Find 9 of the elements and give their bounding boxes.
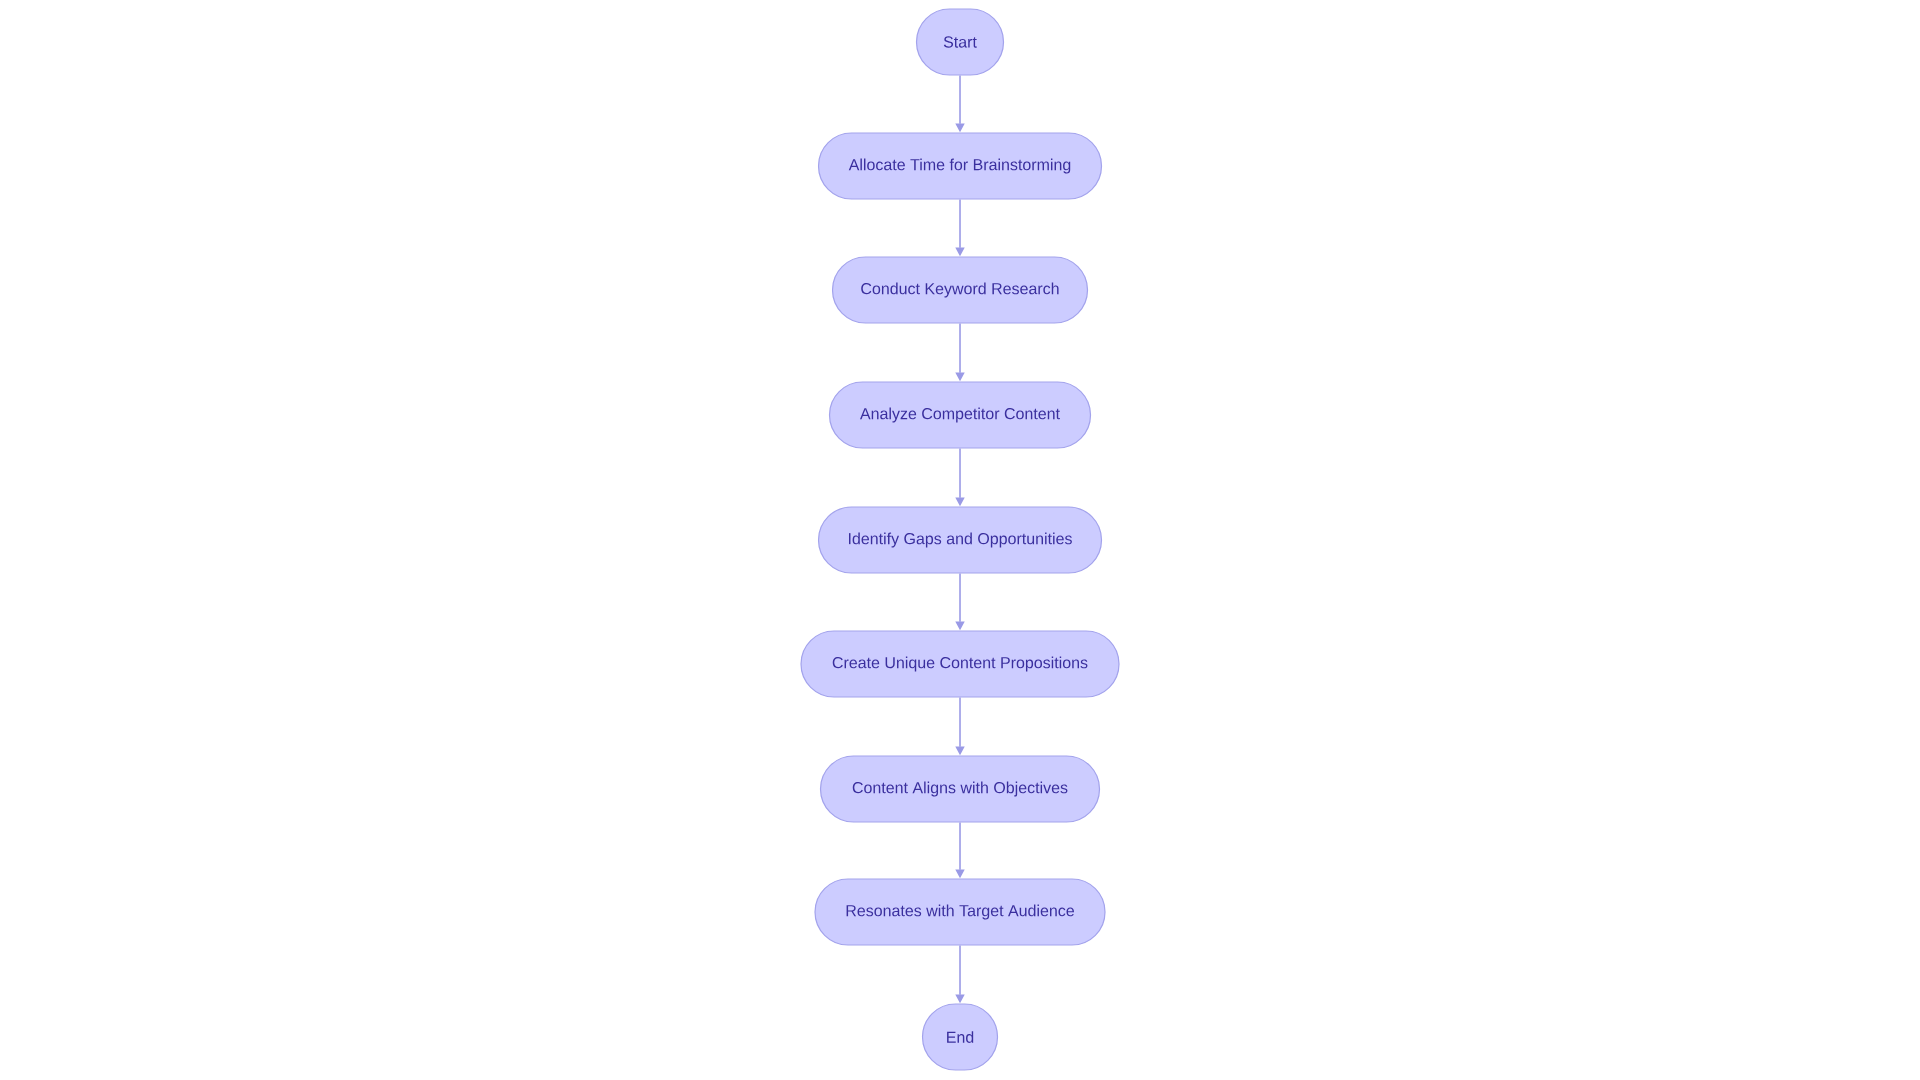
process-box: Identify Gaps and Opportunities <box>817 506 1103 574</box>
process-box: Conduct Keyword Research <box>831 256 1089 324</box>
process-box: Resonates with Target Audience <box>814 878 1106 946</box>
process-box: Create Unique Content Propositions <box>800 630 1120 698</box>
process-box: Allocate Time for Brainstorming <box>817 132 1103 200</box>
process-box: Content Aligns with Objectives <box>819 755 1101 823</box>
process-box: Start <box>915 8 1005 76</box>
process-box: End <box>921 1003 999 1071</box>
process-box: Analyze Competitor Content <box>828 381 1092 449</box>
